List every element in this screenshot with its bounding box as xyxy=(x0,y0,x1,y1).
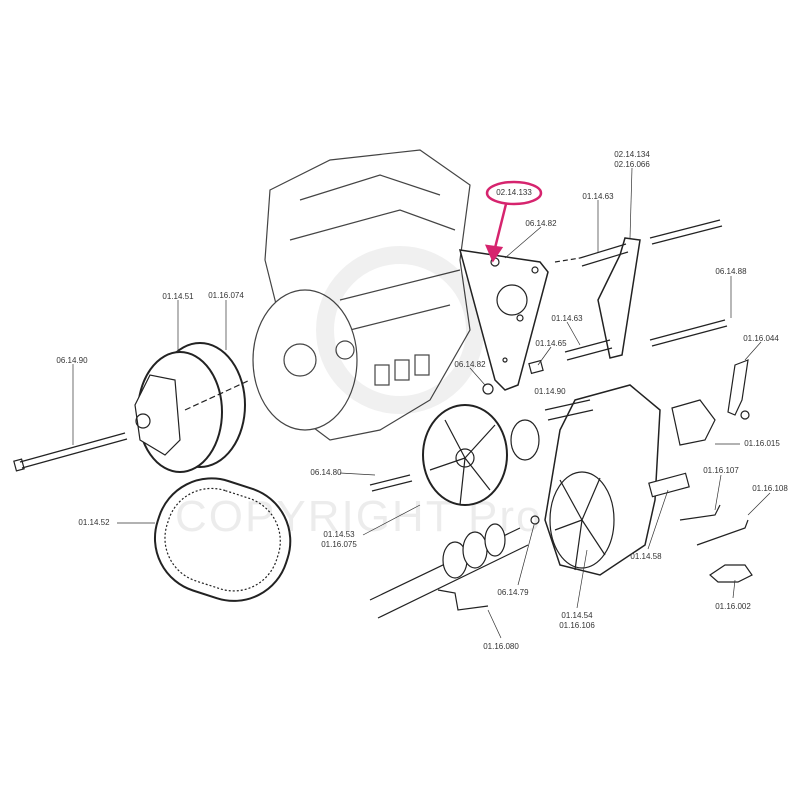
label-01-16-002: 01.16.002 xyxy=(715,602,751,611)
label-01-16-075: 01.16.075 xyxy=(321,540,357,549)
bracket-02-14-134 xyxy=(528,219,728,375)
input-shaft xyxy=(369,515,540,619)
label-01-14-90: 01.14.90 xyxy=(534,387,566,396)
label-01-14-63: 01.14.63 xyxy=(582,192,614,201)
label-01-16-074: 01.16.074 xyxy=(208,291,244,300)
label-01-16-080: 01.16.080 xyxy=(483,642,519,651)
drive-pulley xyxy=(134,342,251,473)
label-01-14-53: 01.14.53 xyxy=(323,530,355,539)
gearbox xyxy=(544,384,690,576)
label-02-14-134: 02.14.134 xyxy=(614,150,650,159)
label-01-16-108: 01.16.108 xyxy=(752,484,788,493)
label-01-14-51: 01.14.51 xyxy=(162,292,194,301)
label-01-14-63: 01.14.63 xyxy=(551,314,583,323)
label-06-14-80: 06.14.80 xyxy=(310,468,342,477)
label-01-16-044: 01.16.044 xyxy=(743,334,779,343)
driven-clutch xyxy=(369,404,540,506)
bolt-06-14-90 xyxy=(13,432,128,472)
label-01-16-015: 01.16.015 xyxy=(744,439,780,448)
label-06-14-82: 06.14.82 xyxy=(454,360,486,369)
highlight-callout xyxy=(484,180,543,263)
label-01-14-58: 01.14.58 xyxy=(630,552,662,561)
leader-lines xyxy=(72,167,771,639)
label-01-14-54: 01.14.54 xyxy=(561,611,593,620)
label-01-14-52: 01.14.52 xyxy=(78,518,110,527)
drive-belt xyxy=(153,477,292,602)
label-06-14-90: 06.14.90 xyxy=(56,356,88,365)
label-06-14-88: 06.14.88 xyxy=(715,267,747,276)
engine-block xyxy=(252,149,471,441)
label-01-16-106: 01.16.106 xyxy=(559,621,595,630)
label-06-14-79: 06.14.79 xyxy=(497,588,529,597)
small-brackets xyxy=(437,359,753,611)
label-02-14-133-highlighted: 02.14.133 xyxy=(496,188,532,197)
label-01-14-65: 01.14.65 xyxy=(535,339,567,348)
label-06-14-82: 06.14.82 xyxy=(525,219,557,228)
label-02-16-066: 02.16.066 xyxy=(614,160,650,169)
label-01-16-107: 01.16.107 xyxy=(703,466,739,475)
